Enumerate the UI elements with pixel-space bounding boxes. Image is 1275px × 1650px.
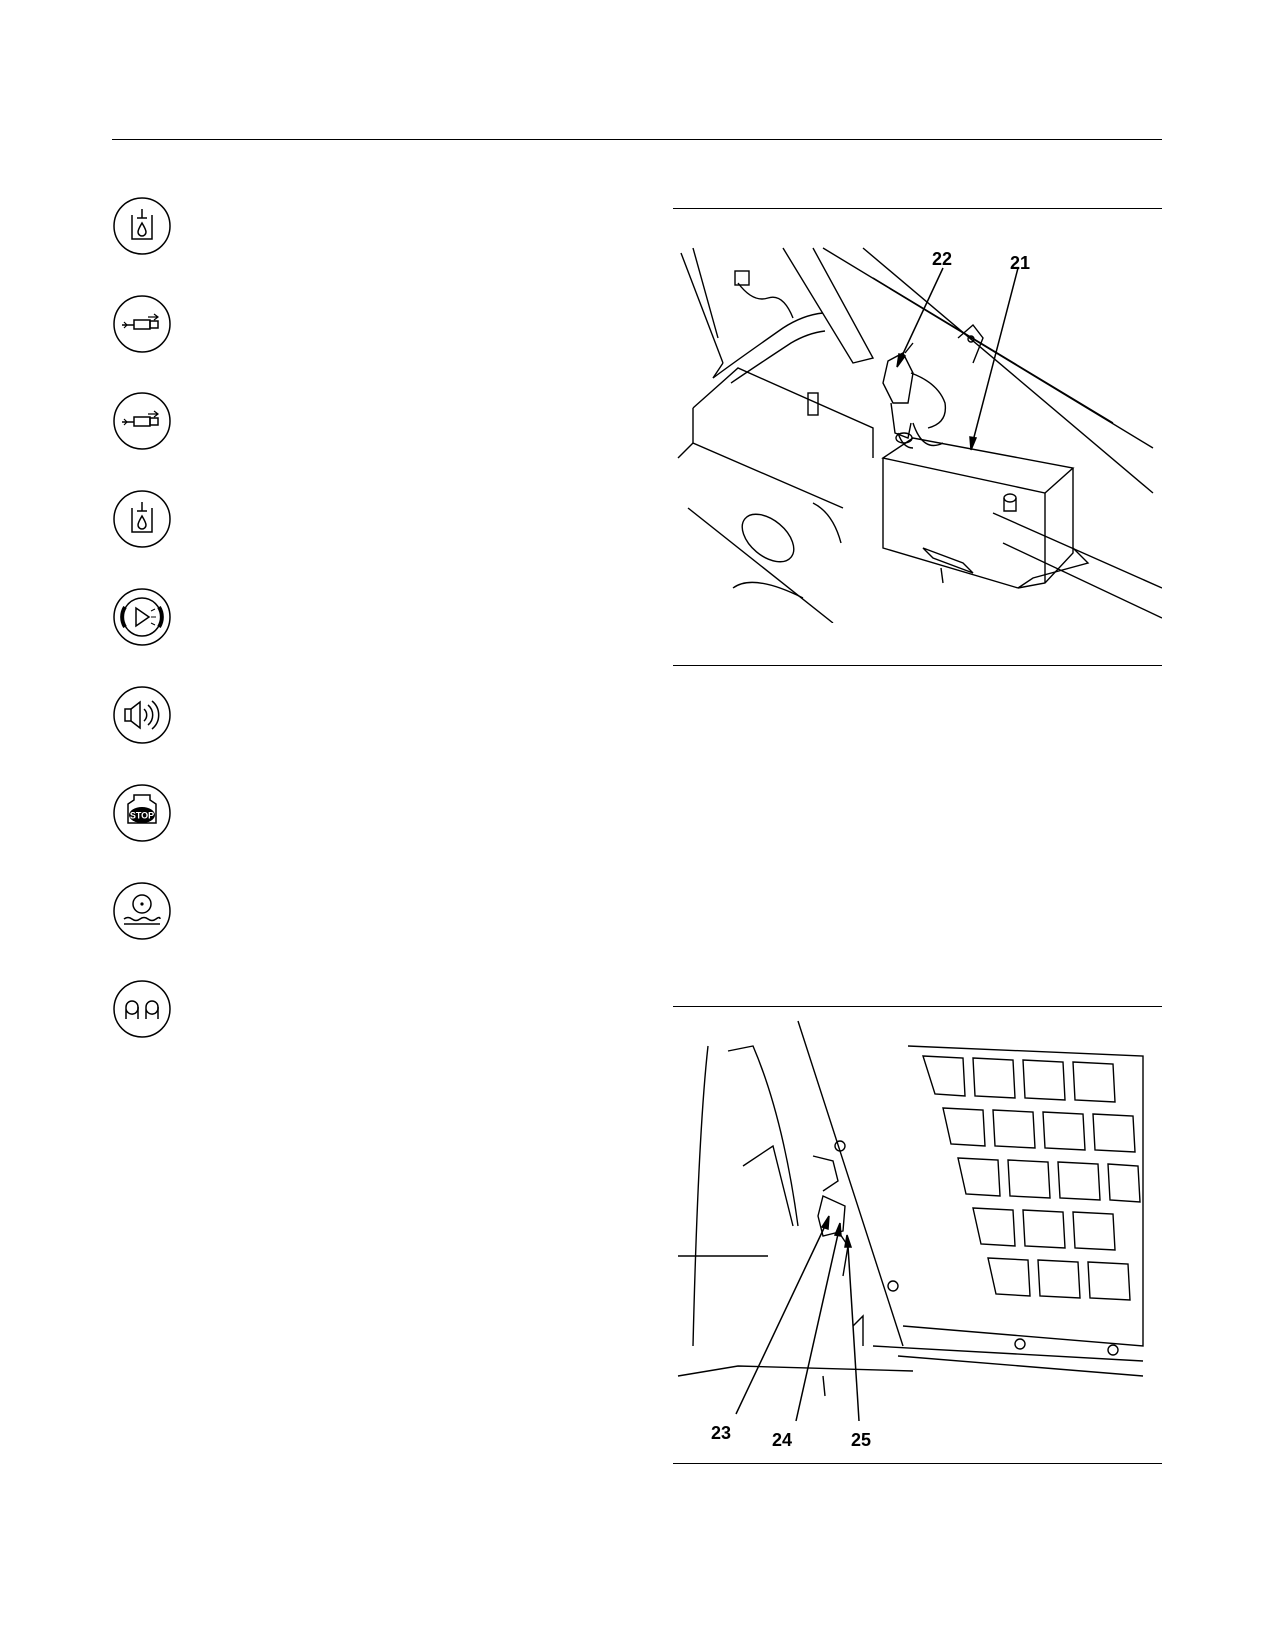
oil-level-icon — [112, 196, 172, 256]
figure-rear-access-panel: 23 24 25 — [673, 1006, 1162, 1464]
grille-pattern — [922, 1055, 1141, 1301]
battery-box-illustration: 22 21 — [677, 247, 1162, 623]
horn-icon — [112, 685, 172, 745]
figure-top-rule — [673, 208, 1162, 209]
callout-21: 21 — [1010, 253, 1030, 273]
callout-22: 22 — [932, 249, 952, 269]
figure-top-rule — [673, 1006, 1162, 1007]
callout-25: 25 — [851, 1430, 871, 1450]
hydraulic-filter-icon — [112, 294, 172, 354]
figure-bottom-rule — [673, 665, 1162, 666]
oil-level-icon — [112, 489, 172, 549]
figure-battery-disconnect: 22 21 — [673, 208, 1162, 666]
coolant-temperature-icon — [112, 881, 172, 941]
brake-warning-icon — [112, 587, 172, 647]
header-rule — [112, 139, 1162, 140]
rear-panel-illustration: 23 24 25 — [677, 1020, 1144, 1450]
callout-23: 23 — [711, 1423, 731, 1443]
callout-24: 24 — [772, 1430, 792, 1450]
glow-plug-icon — [112, 979, 172, 1039]
svg-text:STOP: STOP — [130, 811, 154, 821]
figure-bottom-rule — [673, 1463, 1162, 1464]
hydraulic-filter-icon — [112, 391, 172, 451]
stop-icon: STOP — [112, 783, 172, 843]
